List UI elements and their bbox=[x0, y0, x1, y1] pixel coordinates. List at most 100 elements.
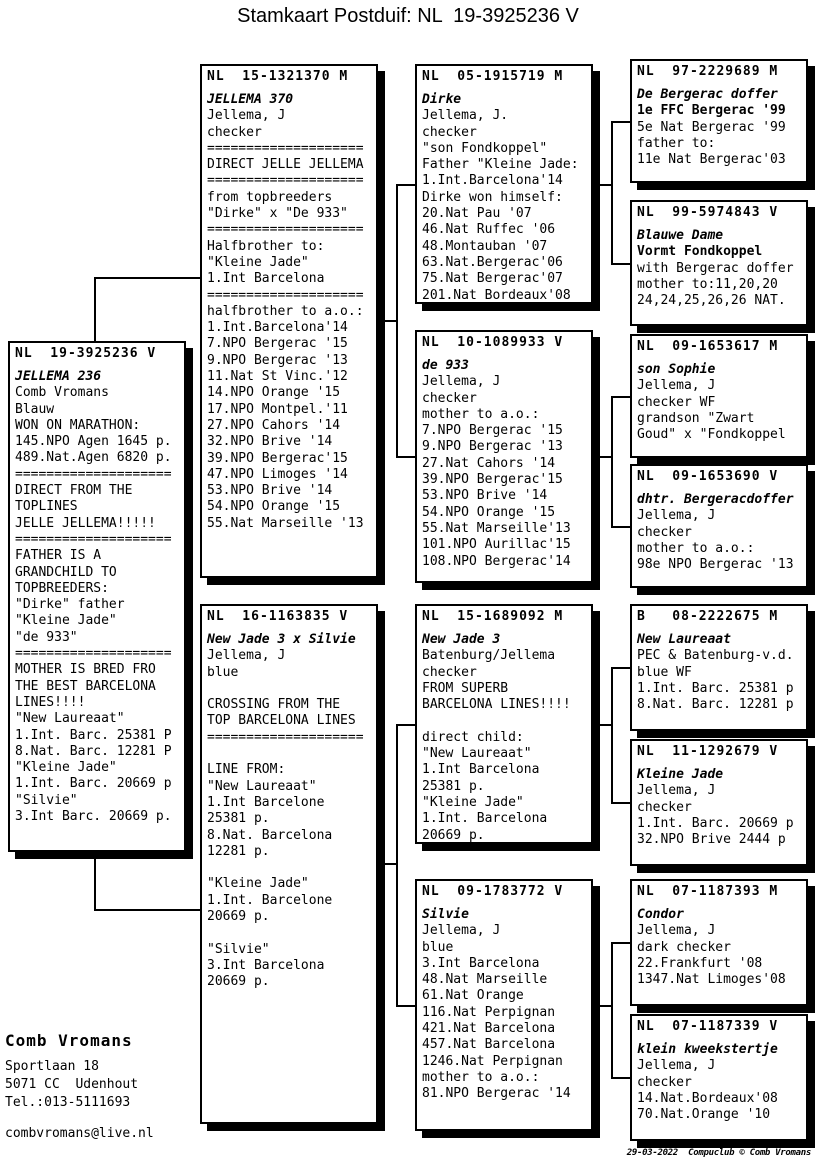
pedigree-text-line: mother to a.o.: bbox=[422, 1069, 540, 1085]
pedigree-text-line: 12281 p. bbox=[207, 843, 270, 859]
pedigree-text-line: Jellema, J bbox=[207, 108, 286, 124]
pedigree-text-line: 1246.Nat Perpignan bbox=[422, 1053, 563, 1069]
pedigree-text-line: 39.NPO Bergerac'15 bbox=[422, 472, 563, 488]
pedigree-text-line: 1.Int. Barc. 25381 P bbox=[15, 727, 172, 743]
pedigree-text-line: TOP BARCELONA LINES bbox=[207, 713, 356, 729]
pedigree-text-line: DIRECT FROM THE bbox=[15, 483, 133, 499]
pedigree-text-line: 1.Int. Barc. 20669 p bbox=[637, 815, 794, 831]
pedigree-text-line: checker WF bbox=[637, 394, 716, 410]
pedigree-text-line: Jellema, J bbox=[637, 378, 716, 394]
pedigree-text-line: 421.Nat Barcelona bbox=[422, 1021, 556, 1037]
pedigree-text-line: "Silvie" bbox=[207, 941, 270, 957]
pedigree-text-line: 489.Nat.Agen 6820 p. bbox=[15, 450, 172, 466]
pedigree-text-line: 3.Int Barcelona bbox=[207, 957, 325, 973]
pedigree-text-line: De Bergerac doffer bbox=[637, 87, 778, 102]
connector-line bbox=[94, 909, 200, 911]
pedigree-text-line: FROM SUPERB bbox=[422, 680, 509, 696]
pedigree-text-line: ==================== bbox=[15, 531, 172, 547]
pedigree-text-line: Condor bbox=[637, 907, 684, 922]
owner-address-city: 5071 CC Udenhout bbox=[5, 1077, 139, 1092]
pedigree-text-line: checker bbox=[422, 390, 477, 406]
connector-line bbox=[611, 263, 630, 265]
pedigree-text-line: mother to a.o.: bbox=[637, 540, 755, 556]
pedigree-text-line: 24,24,25,26,26 NAT. bbox=[637, 293, 786, 309]
pedigree-text-line: PEC & Batenburg-v.d. bbox=[637, 648, 794, 664]
connector-line bbox=[611, 802, 630, 804]
pedigree-text-line bbox=[207, 746, 371, 762]
pedigree-text-line: 48.Montauban '07 bbox=[422, 238, 548, 254]
pedigree-text-line: ==================== bbox=[207, 287, 364, 303]
pedigree-text-line: Dirke won himself: bbox=[422, 189, 563, 205]
pedigree-text-line: father to: bbox=[637, 135, 716, 151]
owner-email: combvromans@live.nl bbox=[5, 1126, 154, 1141]
connector-line bbox=[396, 184, 398, 458]
pedigree-text-line: Jellema, J bbox=[637, 783, 716, 799]
pedigree-text-line: ==================== bbox=[207, 222, 364, 238]
pedigree-text-line: "Dirke" x "De 933" bbox=[207, 206, 348, 222]
pedigree-text-line: Jellema, J bbox=[422, 923, 501, 939]
connector-line bbox=[94, 277, 200, 279]
pedigree-text-line: 22.Frankfurt '08 bbox=[637, 955, 763, 971]
pedigree-text-line: Jellema, J bbox=[637, 1058, 716, 1074]
pedigree-text-line: ==================== bbox=[15, 646, 172, 662]
pedigree-text-line: 108.NPO Bergerac'14 bbox=[422, 553, 571, 569]
pedigree-text-line: BARCELONA LINES!!!! bbox=[422, 697, 571, 713]
pedigree-text-line: checker bbox=[207, 124, 262, 140]
pedigree-text-line: 1.Int. Barc. 25381 p bbox=[637, 680, 794, 696]
pedigree-text-line: MOTHER IS BRED FRO bbox=[15, 662, 156, 678]
ring-number: NL 99-5974843 V bbox=[637, 205, 779, 220]
ring-number: NL 11-1292679 V bbox=[637, 744, 779, 759]
pedigree-text-line: Comb Vromans bbox=[15, 385, 109, 401]
pedigree-text-line: 1.Int Barcelona bbox=[422, 762, 540, 778]
pedigree-text-line: TOPBREEDERS: bbox=[15, 580, 109, 596]
pedigree-text-line: son Sophie bbox=[637, 362, 716, 377]
pedigree-text-line: 1347.Nat Limoges'08 bbox=[637, 972, 786, 988]
connector-line bbox=[396, 1005, 415, 1007]
connector-line bbox=[378, 863, 397, 865]
connector-line bbox=[611, 1077, 630, 1079]
pedigree-text-line: ==================== bbox=[207, 140, 364, 156]
pedigree-text-line: 1.Int. Barcelona bbox=[422, 811, 548, 827]
pedigree-text-line: 3.Int Barcelona bbox=[422, 955, 540, 971]
pedigree-text-line: Jellema, J bbox=[422, 374, 501, 390]
pedigree-text-line: with Bergerac doffer bbox=[637, 260, 794, 276]
pedigree-text-line: 54.NPO Orange '15 bbox=[422, 504, 556, 520]
ring-number: NL 09-1653690 V bbox=[637, 469, 779, 484]
ring-number: NL 07-1187393 M bbox=[637, 884, 779, 899]
pedigree-text-line: 32.NPO Brive 2444 p bbox=[637, 832, 786, 848]
pedigree-text-line: 1e FFC Bergerac '99 bbox=[637, 103, 786, 119]
pedigree-text-line: grandson "Zwart bbox=[637, 410, 755, 426]
pedigree-text-line: 457.Nat Barcelona bbox=[422, 1037, 556, 1053]
pedigree-text-line: Jellema, J bbox=[637, 923, 716, 939]
ring-number: NL 05-1915719 M bbox=[422, 69, 564, 84]
connector-line bbox=[611, 396, 630, 398]
pedigree-text-line bbox=[207, 925, 371, 941]
pedigree-text-line: Blauwe Dame bbox=[637, 228, 724, 243]
pedigree-text-line: "New Laureaat" bbox=[422, 746, 532, 762]
pedigree-text-line: 81.NPO Bergerac '14 bbox=[422, 1086, 571, 1102]
connector-line bbox=[611, 396, 613, 528]
connector-line bbox=[94, 852, 96, 911]
pedigree-text-line: Batenburg/Jellema bbox=[422, 648, 556, 664]
connector-line bbox=[611, 667, 613, 804]
pedigree-text-line: Jellema, J. bbox=[422, 108, 509, 124]
pedigree-text-line: GRANDCHILD TO bbox=[15, 564, 117, 580]
connector-line bbox=[611, 667, 630, 669]
pedigree-text-line: "Dirke" father bbox=[15, 597, 125, 613]
pedigree-text-line: Kleine Jade bbox=[637, 767, 724, 782]
pedigree-text-line: dhtr. Bergeracdoffer bbox=[637, 492, 794, 507]
pedigree-text-line: ==================== bbox=[15, 466, 172, 482]
connector-line bbox=[396, 456, 415, 458]
pedigree-text-line: Jellema, J bbox=[637, 508, 716, 524]
pedigree-text-line: checker bbox=[637, 1074, 692, 1090]
ring-number: NL 10-1089933 V bbox=[422, 335, 564, 350]
pedigree-text-line bbox=[422, 713, 586, 729]
pedigree-text-line: JELLEMA 236 bbox=[15, 369, 102, 384]
